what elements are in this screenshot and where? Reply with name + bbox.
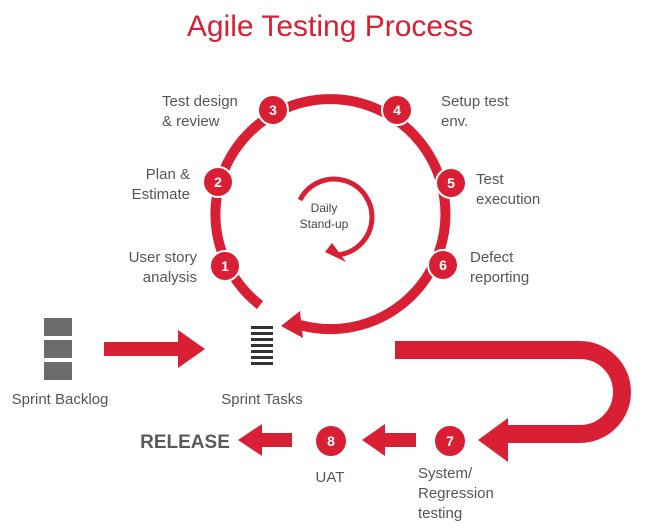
step-6-number: 6 xyxy=(439,257,447,273)
step-8: 8 xyxy=(314,424,348,458)
step-7-number: 7 xyxy=(446,433,454,449)
step-2-label-line2: Estimate xyxy=(132,186,190,203)
step-1-label-line2: analysis xyxy=(143,269,197,286)
standup-label-line1: Daily xyxy=(311,201,338,215)
step-8-label: UAT xyxy=(316,469,345,486)
sprint-backlog-label: Sprint Backlog xyxy=(12,391,109,408)
step-7: 7 xyxy=(433,424,467,458)
step-7-label-line3: testing xyxy=(418,505,462,522)
step-5-number: 5 xyxy=(447,175,455,191)
step-4-label-line2: env. xyxy=(441,113,468,130)
cycle-arrowhead xyxy=(281,311,303,338)
standup-label-line2: Stand-up xyxy=(300,217,349,231)
step-3-label-line2: & review xyxy=(162,113,220,130)
arrow-7-to-8 xyxy=(362,424,416,456)
step-7-label-line2: Regression xyxy=(418,485,494,502)
step-4-number: 4 xyxy=(393,102,401,118)
step-6-label-line2: reporting xyxy=(470,269,529,286)
standup-arrowhead xyxy=(325,243,346,262)
step-5-label-line1: Test xyxy=(476,171,504,188)
step-5: 5 xyxy=(435,167,467,199)
step-5-label-line2: execution xyxy=(476,191,540,208)
sprint-backlog-icon xyxy=(44,318,72,380)
release-label: RELEASE xyxy=(140,432,230,453)
backlog-to-tasks-arrow xyxy=(104,330,205,368)
step-2-number: 2 xyxy=(214,174,222,190)
step-3-label-line1: Test design xyxy=(162,93,238,110)
step-6-label-line1: Defect xyxy=(470,249,514,266)
diagram-title: Agile Testing Process xyxy=(187,10,473,43)
step-1-number: 1 xyxy=(221,258,229,274)
step-3-number: 3 xyxy=(269,102,277,118)
sprint-tasks-icon xyxy=(251,326,273,365)
standup-loop xyxy=(297,176,375,258)
step-8-number: 8 xyxy=(327,433,335,449)
arrow-8-to-release xyxy=(238,424,292,456)
step-6: 6 xyxy=(427,249,459,281)
step-4-label-line1: Setup test xyxy=(441,93,509,110)
uturn-arrow-body xyxy=(395,341,631,443)
step-2-label-line1: Plan & xyxy=(146,166,190,183)
uturn-arrowhead xyxy=(478,418,508,462)
step-7-label-line1: System/ xyxy=(418,465,473,482)
step-3: 3 xyxy=(257,94,289,126)
sprint-tasks-label: Sprint Tasks xyxy=(221,391,302,408)
step-1: 1 xyxy=(209,250,241,282)
step-2: 2 xyxy=(202,166,234,198)
step-4: 4 xyxy=(381,94,413,126)
step-1-label-line1: User story xyxy=(129,249,198,266)
